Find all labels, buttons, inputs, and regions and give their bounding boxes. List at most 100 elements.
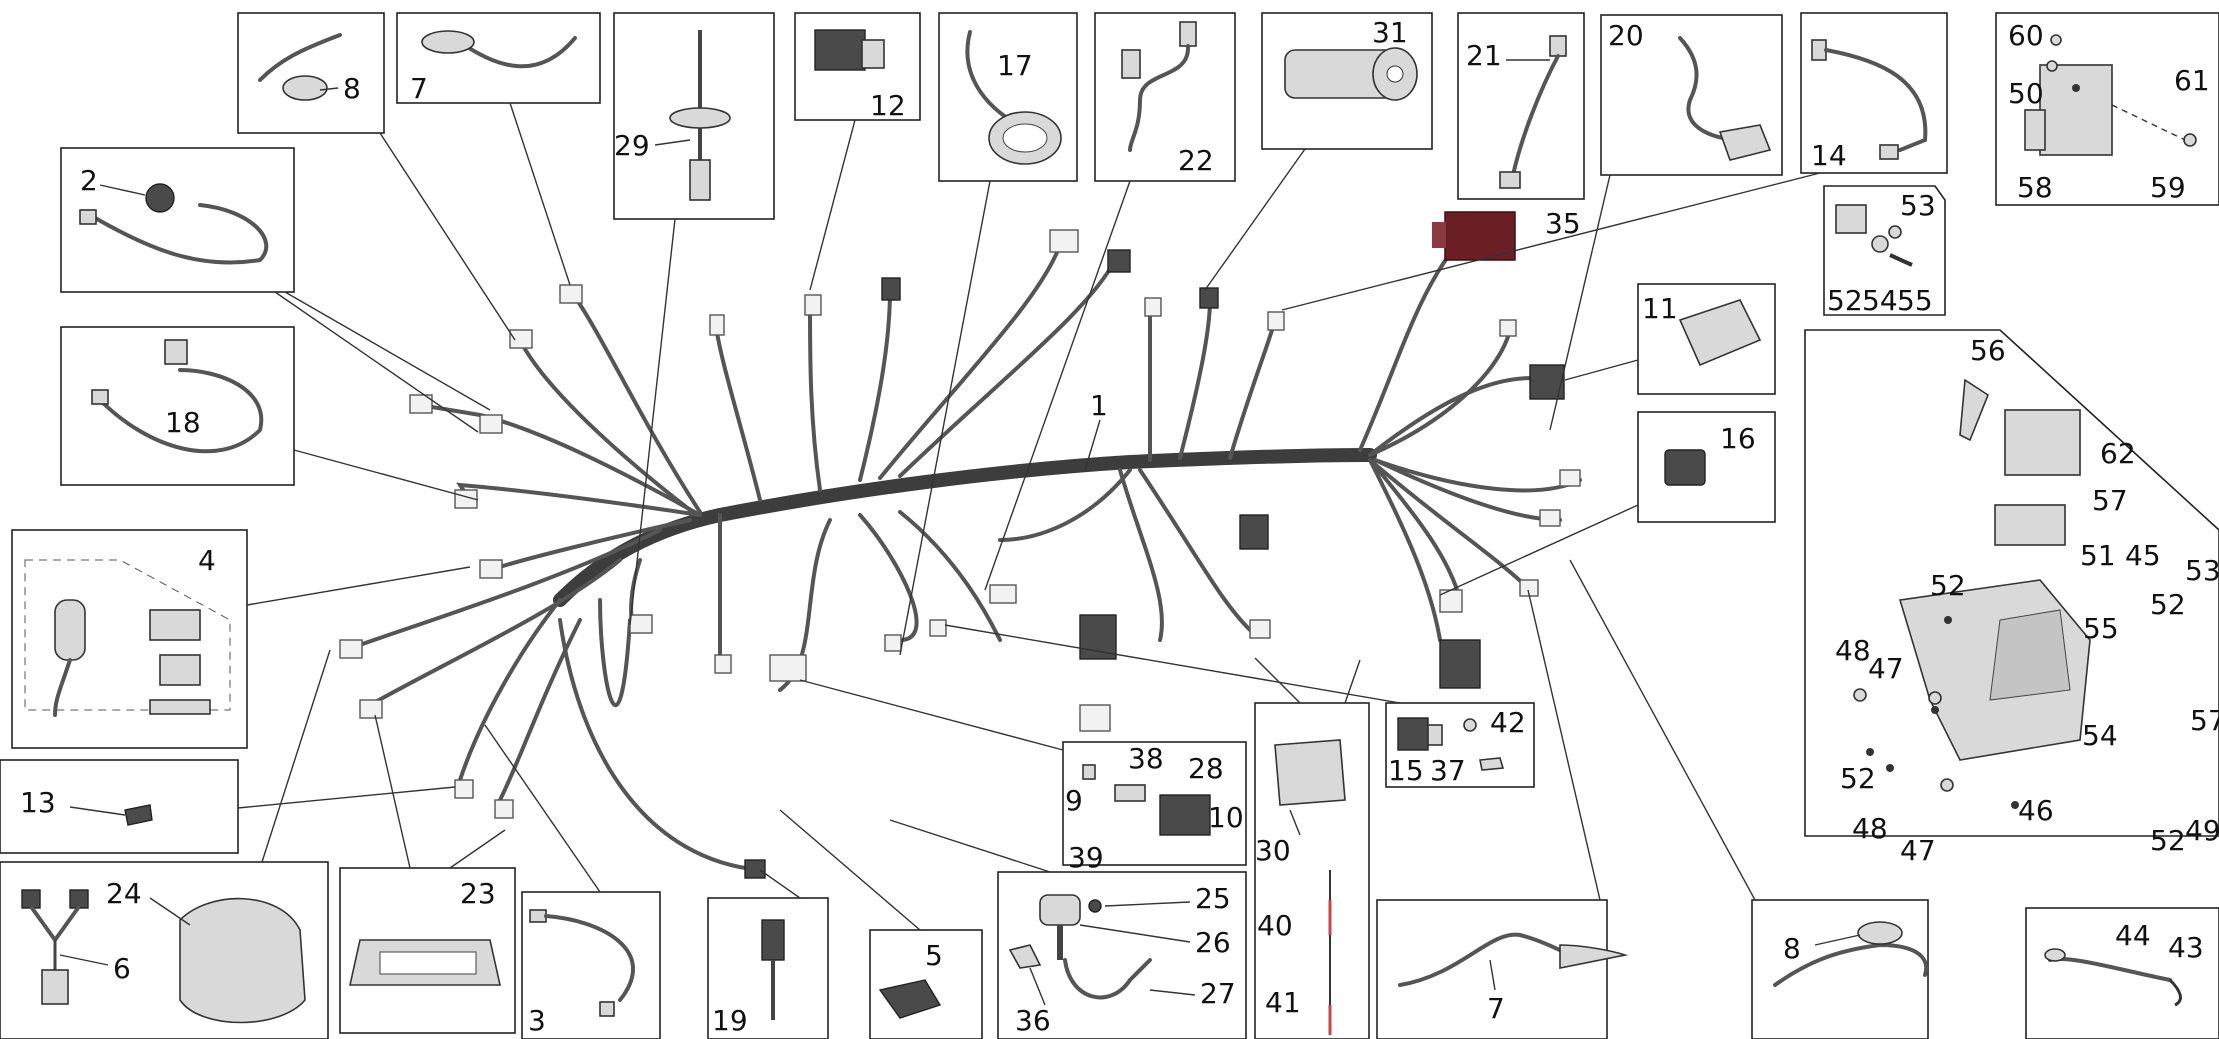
label-55-b: 55 [2083,612,2119,645]
label-44: 44 [2115,919,2151,952]
part-box-43-44: 44 43 [2025,907,2219,1039]
label-52-d: 52 [1840,762,1876,795]
part-box-4: 4 [11,529,471,749]
label-12: 12 [870,89,906,122]
label-25: 25 [1195,882,1231,915]
label-52-b: 52 [1930,569,1966,602]
part-box-21: 21 [1457,12,1585,200]
relay-35: 35 [1432,207,1581,261]
part-box-7-top: 7 [396,12,601,286]
label-36: 36 [1015,1004,1051,1037]
label-49: 49 [2185,814,2219,847]
label-2: 2 [80,164,98,197]
label-10: 10 [1208,801,1244,834]
label-3: 3 [528,1004,546,1037]
part-box-18: 18 [60,326,479,501]
part-box-60-61: 60 50 58 61 59 [1995,12,2219,206]
label-8-bottom: 8 [1783,932,1801,965]
label-46: 46 [2018,794,2054,827]
label-53-top: 53 [1900,189,1936,222]
part-box-12: 12 [794,12,921,291]
part-box-15-42: 42 15 37 [944,624,1535,788]
label-48-bottom: 48 [1852,812,1888,845]
label-52-e: 52 [2150,824,2186,857]
label-54-b: 54 [2082,719,2118,752]
label-13: 13 [20,786,56,819]
label-22: 22 [1178,144,1214,177]
label-9: 9 [1065,784,1083,817]
part-box-22: 22 [984,12,1236,591]
part-box-11: 11 [1564,283,1776,395]
label-37: 37 [1430,754,1466,787]
part-box-3: 3 [484,724,661,1039]
label-51: 51 [2080,539,2116,572]
label-27: 27 [1200,977,1236,1010]
part-box-23: 23 [339,714,516,1034]
part-box-29: 29 [613,12,775,626]
label-5: 5 [925,939,943,972]
label-17: 17 [997,49,1033,82]
harness-connectors [339,229,1581,879]
label-53-b: 53 [2185,554,2219,587]
label-20: 20 [1608,19,1644,52]
label-41: 41 [1265,986,1301,1019]
label-60: 60 [2008,19,2044,52]
label-7-top: 7 [410,72,428,105]
label-11: 11 [1642,292,1678,325]
label-59: 59 [2150,171,2186,204]
label-1: 1 [1090,389,1108,422]
part-box-28: 38 28 9 39 10 [799,679,1247,874]
part-box-16: 16 [1439,411,1776,596]
label-48-top: 48 [1835,634,1871,667]
label-19: 19 [712,1004,748,1037]
label-52-top: 52 [1827,284,1863,317]
part-box-25-27: 25 26 27 36 [889,819,1247,1039]
label-28: 28 [1188,752,1224,785]
label-57-bottom: 57 [2190,704,2219,737]
part-box-20: 20 [1549,14,1783,431]
label-14: 14 [1811,139,1847,172]
label-55-top: 55 [1897,284,1933,317]
label-56: 56 [1970,334,2006,367]
label-40: 40 [1257,909,1293,942]
label-42: 42 [1490,706,1526,739]
label-52-c: 52 [2150,588,2186,621]
part-box-19: 19 [707,869,829,1039]
part-box-8-top: 8 [237,12,516,341]
label-61: 61 [2174,64,2210,97]
part-box-6-24: 24 6 [0,649,331,1039]
part-box-7-bottom: 7 [1376,589,1629,1039]
label-21: 21 [1466,39,1502,72]
label-8-top: 8 [343,72,361,105]
label-38: 38 [1128,742,1164,775]
label-24: 24 [106,877,142,910]
label-35: 35 [1545,207,1581,240]
part-box-31: 31 [1204,12,1433,291]
part-box-2: 2 [60,147,491,433]
label-26: 26 [1195,926,1231,959]
label-43: 43 [2168,931,2204,964]
part-box-8-bottom: 8 [1569,559,1929,1039]
label-54-top: 54 [1862,284,1898,317]
label-45: 45 [2125,539,2161,572]
label-39: 39 [1068,841,1104,874]
part-box-13: 13 [0,759,456,854]
label-47-bottom: 47 [1900,834,1936,867]
label-16: 16 [1720,422,1756,455]
part-box-30-41: 30 40 41 [1254,657,1370,1039]
label-31: 31 [1372,16,1408,49]
part-box-bracket-assembly: 56 62 57 51 45 52 52 53 55 48 47 57 54 5… [1804,329,2219,867]
part-box-53-55: 53 52 54 55 [1823,185,1946,317]
part-box-14: 14 [1281,12,1948,311]
label-15: 15 [1388,754,1424,787]
label-58: 58 [2017,171,2053,204]
label-4: 4 [198,544,216,577]
label-57-top: 57 [2092,484,2128,517]
label-47-top: 47 [1868,652,1904,685]
label-7-bottom: 7 [1487,992,1505,1025]
label-18: 18 [165,406,201,439]
label-62: 62 [2100,437,2136,470]
label-6: 6 [113,952,131,985]
label-30: 30 [1255,834,1291,867]
